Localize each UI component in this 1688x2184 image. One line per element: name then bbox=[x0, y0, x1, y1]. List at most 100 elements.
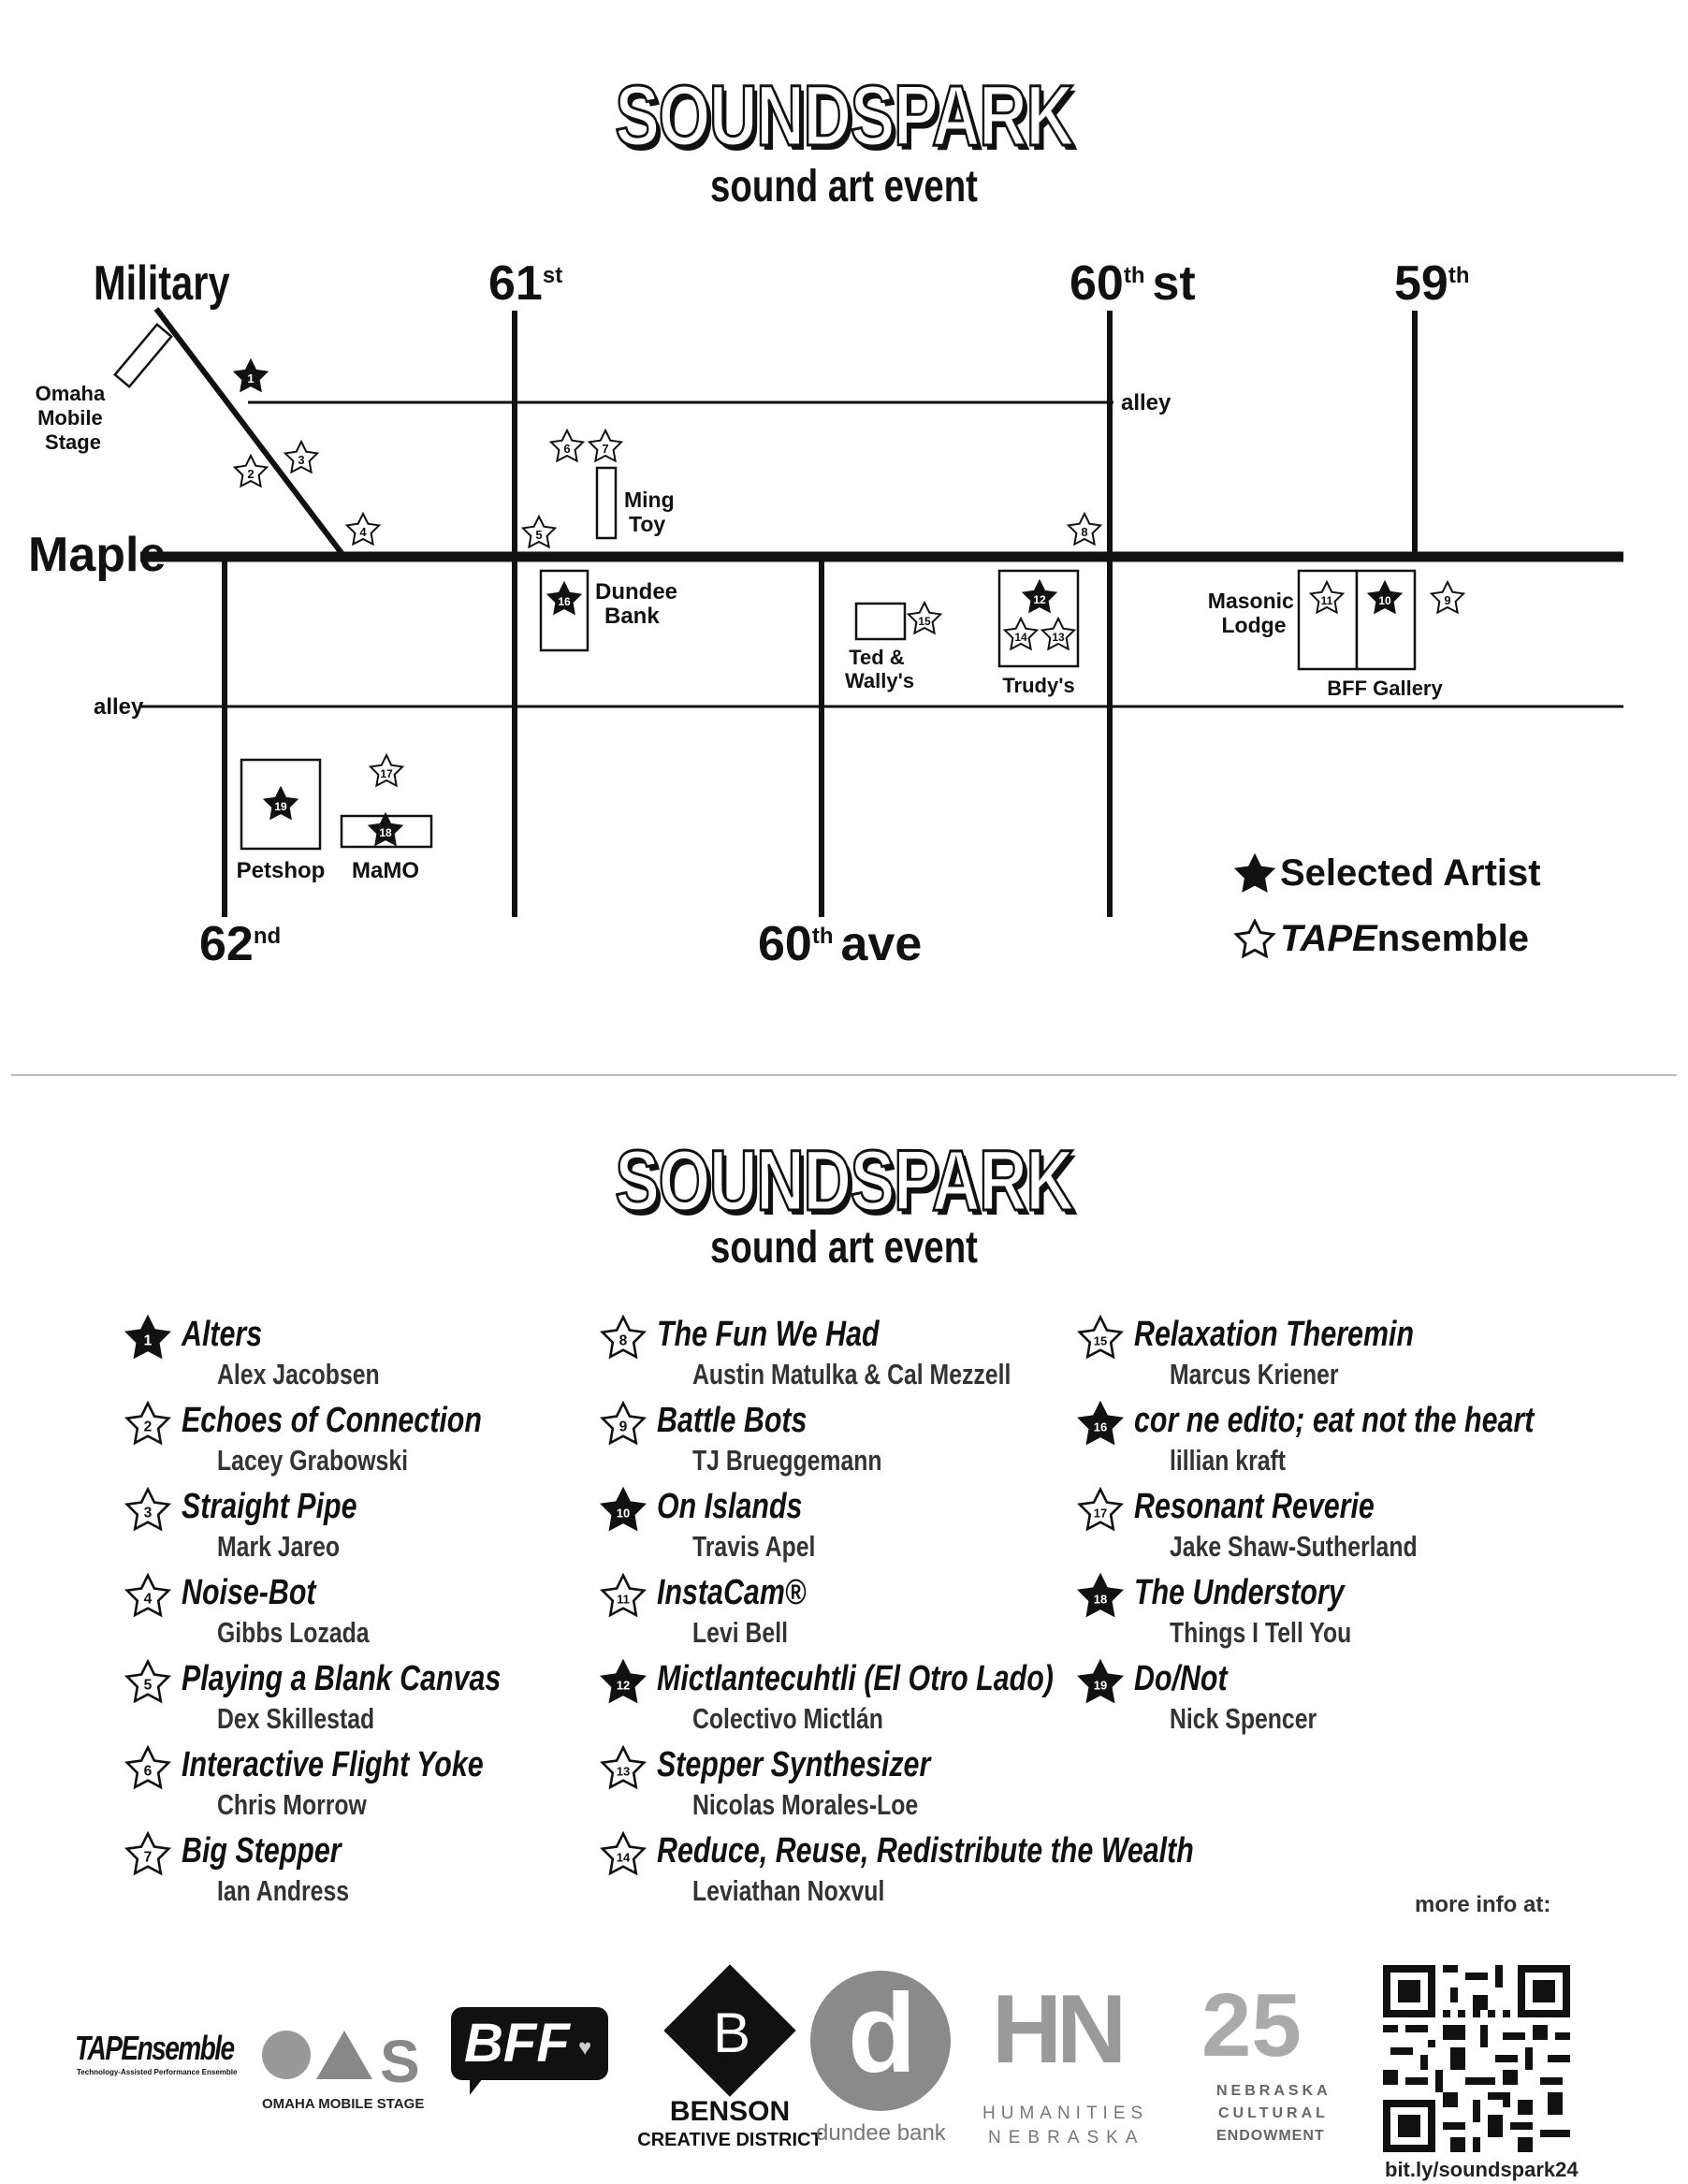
map-marker-18: 18 bbox=[368, 813, 403, 846]
performance-artist: Levi Bell bbox=[692, 1616, 788, 1649]
benson-logo-text: BENSON bbox=[669, 2096, 791, 2127]
map-marker-3: 3 bbox=[284, 441, 319, 473]
map-marker-8: 8 bbox=[1067, 513, 1102, 546]
svg-text:4: 4 bbox=[144, 1592, 153, 1608]
oms-s-icon: S bbox=[380, 2028, 420, 2095]
map-marker-1: 1 bbox=[233, 359, 269, 392]
svg-text:7: 7 bbox=[144, 1850, 153, 1866]
tape-star-icon: 14 bbox=[599, 1831, 648, 1876]
svg-text:17: 17 bbox=[1094, 1507, 1107, 1521]
map-marker-15: 15 bbox=[907, 602, 942, 634]
nce-line1: NEBRASKA bbox=[1216, 2083, 1331, 2099]
tape-star-icon: 9 bbox=[599, 1401, 648, 1446]
ming-toy-box bbox=[595, 466, 618, 540]
nce-25-icon: 25 bbox=[1201, 1975, 1302, 2075]
map-marker-11: 11 bbox=[1309, 581, 1345, 614]
bff-logo: BFF ♥ bbox=[451, 2007, 608, 2095]
performance-artist: Things I Tell You bbox=[1170, 1616, 1352, 1649]
list-subtitle: sound art event bbox=[710, 1223, 978, 1273]
tape-star-icon: 5 bbox=[124, 1659, 172, 1704]
performance-title: Big Stepper bbox=[182, 1831, 342, 1871]
nce-line3: ENDOWMENT bbox=[1216, 2128, 1325, 2144]
dundee-bank-label: Dundee Bank bbox=[595, 579, 684, 629]
url-link[interactable]: bit.ly/soundspark24 bbox=[1385, 2158, 1579, 2181]
map-marker-17: 17 bbox=[369, 754, 404, 787]
performance-artist: Chris Morrow bbox=[217, 1788, 367, 1821]
omaha-mobile-stage-label: Omaha Mobile Stage bbox=[36, 382, 111, 454]
performance-artist: Leviathan Noxvul bbox=[692, 1874, 885, 1907]
nebraska-cultural-endowment-logo: 25 NEBRASKA CULTURAL ENDOWMENT bbox=[1188, 1975, 1347, 2169]
masonic-lodge-label: Masonic Lodge bbox=[1208, 589, 1300, 637]
svg-text:5: 5 bbox=[535, 528, 542, 542]
military-label: Military bbox=[94, 255, 230, 311]
svg-text:3: 3 bbox=[298, 453, 304, 467]
performance-title: Battle Bots bbox=[657, 1401, 808, 1440]
svg-text:9: 9 bbox=[619, 1420, 628, 1435]
qr-code[interactable] bbox=[1383, 1965, 1570, 2152]
performance-artist: Colectivo Mictlán bbox=[692, 1702, 883, 1735]
tape-star-icon: 8 bbox=[599, 1315, 648, 1360]
selected-star-icon: 16 bbox=[1076, 1401, 1125, 1446]
map-marker-7: 7 bbox=[588, 430, 623, 462]
tapensemble-logo-sub: Technology-Assisted Performance Ensemble bbox=[77, 2068, 238, 2076]
svg-text:5: 5 bbox=[144, 1678, 153, 1694]
svg-text:17: 17 bbox=[380, 767, 393, 780]
legend-selected-star bbox=[1235, 854, 1274, 892]
tape-star-icon: 17 bbox=[1076, 1487, 1125, 1532]
svg-text:3: 3 bbox=[144, 1506, 153, 1522]
performance-artist: Austin Matulka & Cal Mezzell bbox=[692, 1358, 1011, 1390]
map-marker-4: 4 bbox=[345, 513, 381, 546]
map-marker-2: 2 bbox=[233, 455, 269, 488]
svg-text:6: 6 bbox=[563, 442, 570, 456]
svg-text:1: 1 bbox=[247, 371, 254, 386]
ming-toy-label: Ming Toy bbox=[624, 488, 680, 536]
benson-logo-sub: CREATIVE DISTRICT bbox=[637, 2130, 822, 2150]
performance-title: On Islands bbox=[657, 1487, 803, 1526]
humanities-nebraska-logo: HN HUMANITIES NEBRASKA bbox=[982, 1975, 1160, 2162]
performance-artist: Dex Skillestad bbox=[217, 1702, 375, 1735]
svg-text:19: 19 bbox=[1094, 1679, 1107, 1693]
oms-m-icon bbox=[316, 2031, 372, 2079]
performance-title: Relaxation Theremin bbox=[1134, 1315, 1415, 1354]
map-marker-13: 13 bbox=[1040, 618, 1076, 650]
svg-text:2: 2 bbox=[247, 467, 254, 481]
benson-b-icon: B bbox=[713, 2002, 751, 2064]
svg-text:4: 4 bbox=[359, 525, 367, 539]
performance-artist: TJ Brueggemann bbox=[692, 1444, 882, 1477]
nce-line2: CULTURAL bbox=[1218, 2105, 1329, 2121]
bff-logo-text: BFF bbox=[464, 2013, 570, 2074]
hn-icon: HN bbox=[992, 1975, 1127, 2084]
tape-star-icon: 2 bbox=[124, 1401, 172, 1446]
alley-top-label: alley bbox=[1121, 390, 1171, 415]
svg-text:16: 16 bbox=[1094, 1420, 1107, 1434]
performance-title: Straight Pipe bbox=[182, 1487, 357, 1526]
oms-logo: S OMAHA MOBILE STAGE bbox=[260, 2021, 438, 2115]
svg-text:11: 11 bbox=[617, 1593, 630, 1607]
selected-star-icon: 10 bbox=[599, 1487, 648, 1532]
svg-text:8: 8 bbox=[619, 1333, 628, 1349]
svg-text:2: 2 bbox=[144, 1420, 153, 1435]
svg-text:16: 16 bbox=[558, 595, 571, 608]
map-marker-5: 5 bbox=[521, 516, 557, 548]
performance-artist: lillian kraft bbox=[1170, 1444, 1287, 1477]
bff-speech-tail bbox=[470, 2078, 483, 2095]
performance-title: Reduce, Reuse, Redistribute the Wealth bbox=[657, 1831, 1194, 1871]
performance-title: Echoes of Connection bbox=[182, 1401, 482, 1440]
performance-title: Do/Not bbox=[1134, 1659, 1228, 1698]
performance-artist: Alex Jacobsen bbox=[217, 1358, 380, 1390]
omaha-mobile-stage-box bbox=[113, 322, 173, 389]
performance-title: Resonant Reverie bbox=[1134, 1487, 1375, 1526]
selected-star-icon: 1 bbox=[124, 1315, 172, 1360]
performance-title: Noise-Bot bbox=[182, 1573, 316, 1612]
performance-artist: Travis Apel bbox=[692, 1530, 816, 1563]
tape-star-icon: 7 bbox=[124, 1831, 172, 1876]
ted-wallys-box bbox=[854, 602, 907, 641]
street-59-label: 59th bbox=[1394, 256, 1470, 311]
map-marker-9: 9 bbox=[1430, 581, 1465, 614]
performance-artist: Nick Spencer bbox=[1170, 1702, 1317, 1735]
petshop-label: Petshop bbox=[237, 858, 326, 883]
svg-text:7: 7 bbox=[602, 442, 608, 456]
map-title: SOUNDSPARK bbox=[614, 67, 1075, 166]
svg-text:15: 15 bbox=[918, 615, 931, 628]
dundee-bank-logo: d dundee bank bbox=[807, 1967, 956, 2173]
